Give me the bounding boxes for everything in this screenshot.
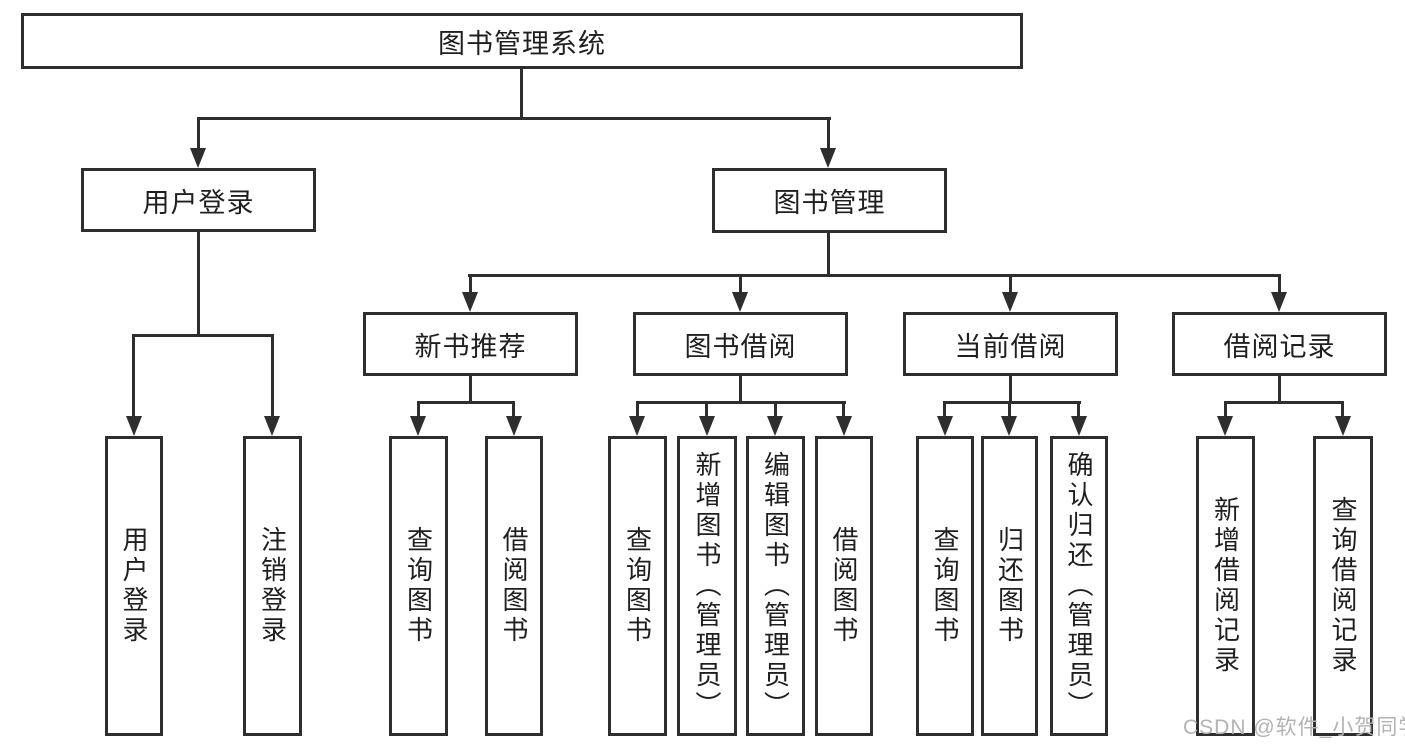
connector-line <box>943 401 1081 404</box>
arrowhead-icon <box>1271 292 1287 312</box>
arrowhead-icon <box>732 292 748 312</box>
node-book-management: 图书管理 <box>712 168 947 233</box>
node-leaf-records-query-record: 查询借阅记录 <box>1313 436 1373 736</box>
arrowhead-icon <box>1217 416 1233 436</box>
connector-line <box>1077 401 1080 418</box>
connector-line <box>943 401 946 418</box>
arrowhead-icon <box>410 416 426 436</box>
node-book-management-label: 图书管理 <box>773 188 886 218</box>
arrowhead-icon <box>1002 292 1018 312</box>
node-leaf-borrowing-query-books-label: 查询图书 <box>622 526 653 646</box>
node-leaf-logout-label: 注销登录 <box>257 526 288 646</box>
node-leaf-current-return-books: 归还图书 <box>981 436 1038 736</box>
connector-line <box>132 334 274 337</box>
node-leaf-user-login-label: 用户登录 <box>119 526 149 646</box>
connector-line <box>827 117 830 150</box>
connector-line <box>417 401 515 404</box>
node-leaf-recommend-borrow-books-label: 借阅图书 <box>499 526 529 646</box>
node-new-book-recommend-label: 新书推荐 <box>414 331 527 362</box>
connector-line <box>417 401 420 418</box>
arrowhead-icon <box>836 416 852 436</box>
node-leaf-current-confirm-return-admin: 确认归还（管理员） <box>1050 436 1108 736</box>
arrowhead-icon <box>126 416 142 436</box>
node-leaf-borrowing-borrow-books-label: 借阅图书 <box>829 526 859 646</box>
node-user-login-label: 用户登录 <box>142 187 255 218</box>
connector-line <box>1009 376 1012 404</box>
node-current-borrowing: 当前借阅 <box>903 312 1118 376</box>
node-leaf-borrowing-edit-books-admin: 编辑图书（管理员） <box>746 436 805 736</box>
node-leaf-current-query-books: 查询图书 <box>916 436 974 736</box>
arrowhead-icon <box>462 292 478 312</box>
connector-line <box>469 376 472 404</box>
arrowhead-icon <box>506 416 522 436</box>
connector-line <box>271 334 274 418</box>
connector-line <box>512 401 515 418</box>
arrowhead-icon <box>1001 416 1017 436</box>
node-leaf-records-query-record-label: 查询借阅记录 <box>1328 496 1358 676</box>
node-leaf-user-login: 用户登录 <box>105 436 163 736</box>
arrowhead-icon <box>190 148 206 168</box>
node-leaf-current-query-books-label: 查询图书 <box>930 526 960 646</box>
connector-line <box>197 117 200 150</box>
node-leaf-current-return-books-label: 归还图书 <box>994 526 1025 646</box>
node-user-login: 用户登录 <box>81 168 316 232</box>
connector-line <box>739 376 742 404</box>
node-leaf-borrowing-borrow-books: 借阅图书 <box>815 436 873 736</box>
arrowhead-icon <box>264 416 280 436</box>
connector-line <box>636 401 846 404</box>
connector-line <box>1341 401 1344 418</box>
node-leaf-current-confirm-return-admin-label: 确认归还（管理员） <box>1064 451 1094 721</box>
node-leaf-logout: 注销登录 <box>243 436 302 736</box>
node-borrowing-records: 借阅记录 <box>1172 312 1387 376</box>
connector-line <box>132 334 135 418</box>
connector-line <box>842 401 845 418</box>
connector-line <box>197 117 831 120</box>
node-borrowing-records-label: 借阅记录 <box>1223 331 1336 362</box>
connector-line <box>1009 274 1012 294</box>
connector-line <box>705 401 708 418</box>
node-leaf-borrowing-query-books: 查询图书 <box>608 436 667 736</box>
node-leaf-borrowing-edit-books-admin-label: 编辑图书（管理员） <box>760 451 791 721</box>
connector-line <box>636 401 639 418</box>
connector-line <box>739 274 742 294</box>
arrowhead-icon <box>629 416 645 436</box>
node-leaf-borrowing-add-books-admin-label: 新增图书（管理员） <box>692 451 722 721</box>
node-root: 图书管理系统 <box>21 13 1023 69</box>
node-new-book-recommend: 新书推荐 <box>363 312 578 376</box>
node-root-label: 图书管理系统 <box>438 28 606 59</box>
connector-line <box>1224 401 1344 404</box>
connector-line <box>468 274 1281 277</box>
node-current-borrowing-label: 当前借阅 <box>954 331 1067 362</box>
node-leaf-recommend-query-books: 查询图书 <box>389 436 448 736</box>
node-leaf-borrowing-add-books-admin: 新增图书（管理员） <box>677 436 737 736</box>
node-leaf-records-add-record: 新增借阅记录 <box>1196 436 1255 736</box>
node-book-borrowing: 图书借阅 <box>633 312 848 376</box>
arrowhead-icon <box>937 416 953 436</box>
node-book-borrowing-label: 图书借阅 <box>684 331 797 362</box>
connector-line <box>469 274 472 294</box>
arrowhead-icon <box>699 416 715 436</box>
node-leaf-recommend-borrow-books: 借阅图书 <box>485 436 543 736</box>
arrowhead-icon <box>1335 416 1351 436</box>
connector-line <box>774 401 777 418</box>
connector-line <box>520 69 523 117</box>
connector-line <box>827 233 830 276</box>
node-leaf-records-add-record-label: 新增借阅记录 <box>1210 496 1241 676</box>
connector-line <box>197 232 200 335</box>
csdn-watermark: CSDN @软件_小贺同学 <box>1183 716 1405 739</box>
arrowhead-icon <box>820 148 836 168</box>
connector-line <box>1278 376 1281 404</box>
connector-line <box>1008 401 1011 418</box>
connector-line <box>1278 274 1281 294</box>
arrowhead-icon <box>767 416 783 436</box>
arrowhead-icon <box>1071 416 1087 436</box>
node-leaf-recommend-query-books-label: 查询图书 <box>403 526 434 646</box>
connector-line <box>1224 401 1227 418</box>
